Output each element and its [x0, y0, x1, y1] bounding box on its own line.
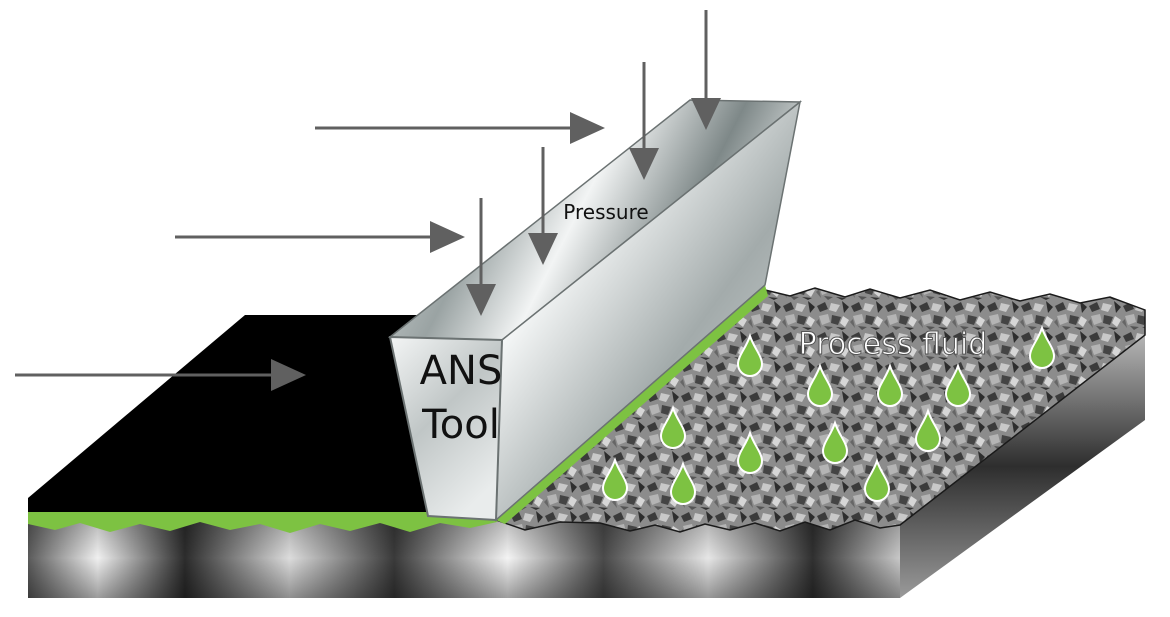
fluid-layer-contact: [496, 285, 768, 524]
tool-label-line2: Tool: [421, 402, 500, 448]
tool-front-face: [388, 335, 504, 522]
pressure-label: Pressure: [563, 200, 648, 224]
droplet-icon: [669, 460, 697, 505]
droplet-icon: [1028, 324, 1056, 369]
droplet-icon: [806, 362, 834, 407]
droplet-icon: [736, 332, 764, 377]
droplet-icon: [944, 362, 972, 407]
arrow-down-icon: [528, 147, 558, 265]
tool-label-line1: ANS: [420, 348, 503, 394]
arrow-right-icon: [315, 112, 605, 144]
droplet-icon: [736, 429, 764, 474]
arrow-down-icon: [629, 62, 659, 180]
process-fluid-label: Process fluid: [799, 327, 988, 362]
fluid-droplets: [601, 324, 1056, 505]
substrate-base: [28, 335, 1145, 598]
droplet-icon: [914, 407, 942, 452]
finished-surface: [28, 315, 450, 512]
rough-surface: [494, 287, 1146, 533]
arrow-down-icon: [466, 198, 496, 316]
fluid-layer-finished: [28, 512, 500, 533]
droplet-icon: [601, 456, 629, 501]
pressure-arrows: [466, 10, 721, 316]
droplet-icon: [876, 362, 904, 407]
base-side-face: [900, 335, 1145, 598]
motion-arrows: [15, 112, 605, 391]
arrow-right-icon: [175, 221, 465, 253]
droplet-icon: [659, 404, 687, 449]
ans-tool: [387, 99, 803, 522]
droplet-icon: [863, 457, 891, 502]
droplet-icon: [821, 419, 849, 464]
arrow-down-icon: [691, 10, 721, 130]
arrow-right-icon: [15, 359, 306, 391]
